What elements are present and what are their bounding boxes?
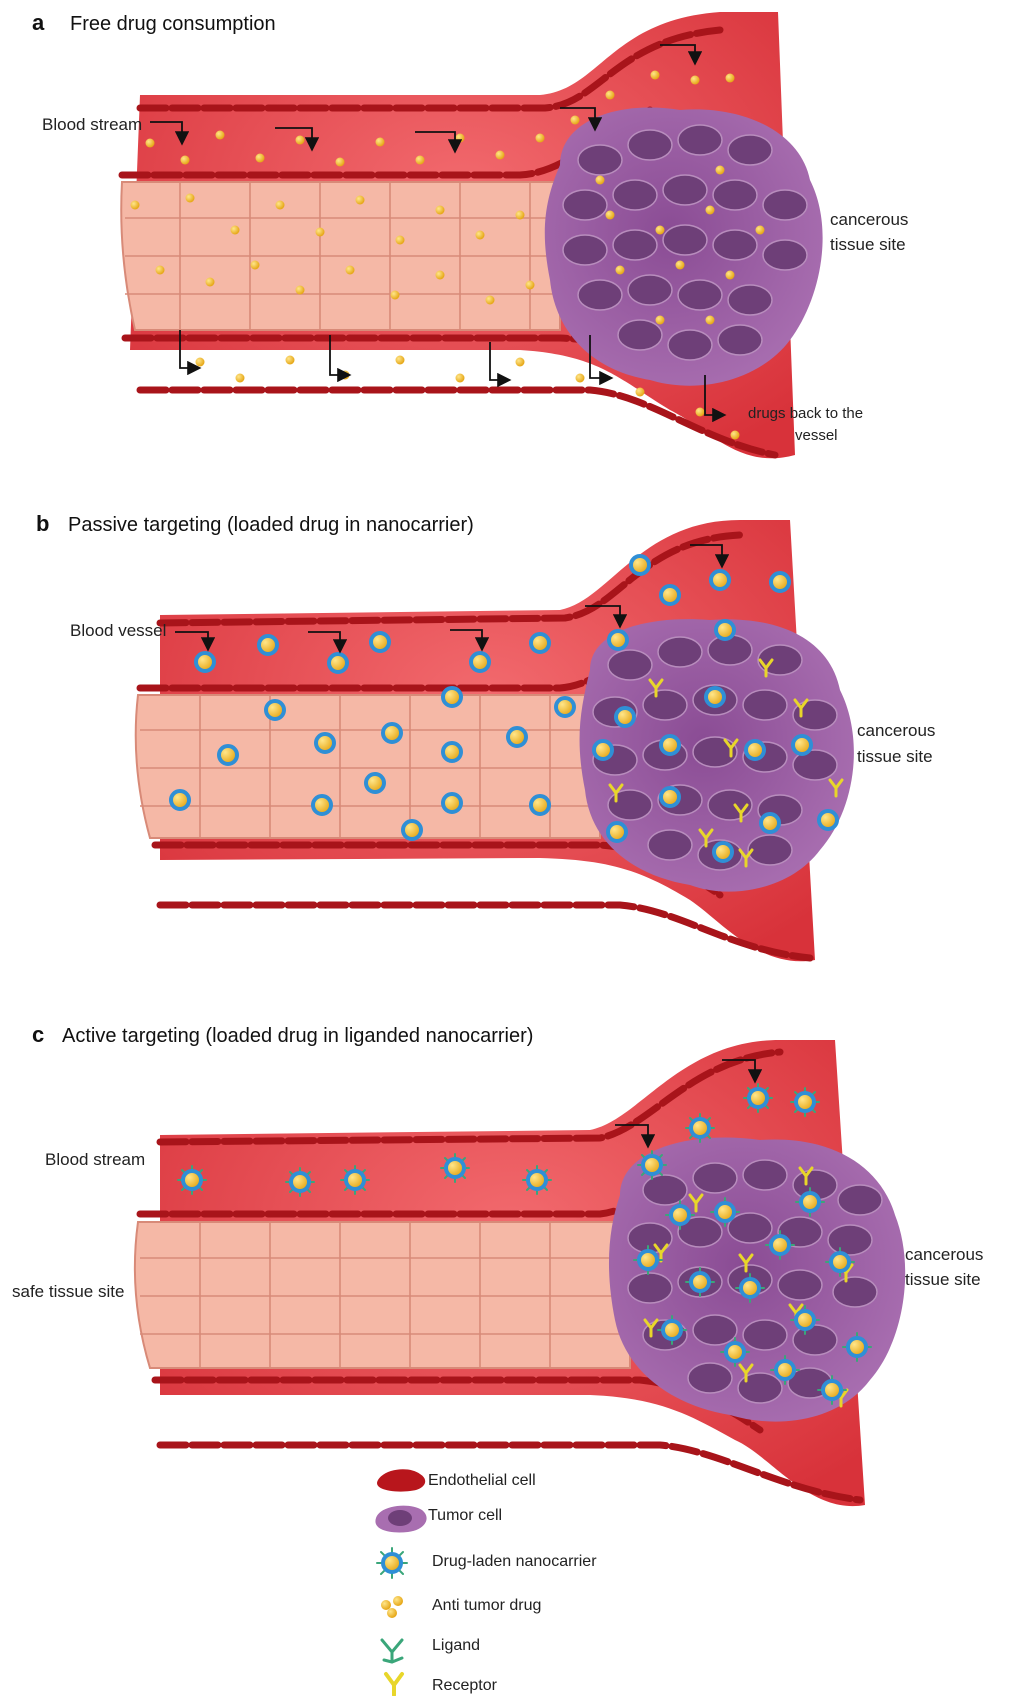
panel-title: Passive targeting (loaded drug in nanoca… [68, 514, 474, 536]
ligand-icon [382, 1640, 402, 1662]
tumor-label-line-2: tissue site [905, 1270, 981, 1289]
panel-title: Free drug consumption [70, 13, 276, 35]
tumor-cell-icon [375, 1506, 426, 1533]
tumor-label-line-1: cancerous [905, 1245, 983, 1264]
vessel-label: Blood stream [42, 115, 142, 134]
tumor-label-line-2: tissue site [830, 235, 906, 254]
healthy-tissue [136, 695, 600, 838]
panel-b: b Passive targeting (loaded drug in nano… [36, 511, 935, 961]
vessel-label: Blood vessel [70, 621, 166, 640]
panel-title: Active targeting (loaded drug in ligande… [62, 1025, 533, 1047]
tissue-label: safe tissue site [12, 1282, 124, 1301]
tumor-mass [545, 107, 823, 385]
return-label-line-2: vessel [795, 427, 838, 444]
legend: Endothelial cell Tumor cell Drug-laden n… [375, 1469, 597, 1695]
drug-laden-nanocarrier-icon [377, 1548, 407, 1578]
legend-label: Tumor cell [428, 1507, 502, 1524]
tumor-mass [609, 1137, 905, 1421]
anti-tumor-drug-icon [381, 1596, 403, 1618]
panel-letter: a [32, 10, 45, 35]
return-label-line-1: drugs back to the [748, 405, 863, 422]
vessel-label: Blood stream [45, 1150, 145, 1169]
panel-a: a Free drug consumption [32, 10, 908, 458]
legend-label: Anti tumor drug [432, 1597, 541, 1614]
legend-label: Endothelial cell [428, 1472, 536, 1489]
healthy-tissue [135, 1222, 630, 1368]
tumor-label-line-1: cancerous [857, 721, 935, 740]
tumor-label-line-2: tissue site [857, 747, 933, 766]
legend-label: Ligand [432, 1637, 480, 1654]
tumor-label-line-1: cancerous [830, 210, 908, 229]
panel-c: c Active targeting (loaded drug in ligan… [12, 1022, 983, 1506]
endothelial-cell-icon [377, 1469, 425, 1491]
panel-letter: b [36, 511, 49, 536]
legend-label: Drug-laden nanocarrier [432, 1553, 597, 1570]
receptor-icon [386, 1674, 402, 1695]
legend-label: Receptor [432, 1677, 498, 1694]
panel-letter: c [32, 1022, 44, 1047]
